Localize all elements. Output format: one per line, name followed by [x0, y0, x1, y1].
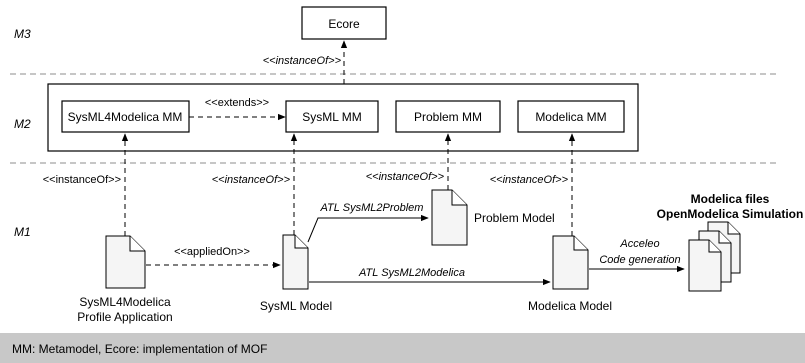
output-file-back-fold: [727, 222, 740, 235]
modelica-mm-label: Modelica MM: [535, 110, 606, 124]
problem-model-doc-fold: [451, 190, 467, 206]
outputs-title-2: OpenModelica Simulation: [657, 207, 804, 221]
problem-model-label: Problem Model: [474, 211, 555, 225]
problem-model-doc-icon: [431, 189, 468, 246]
level-m3-label: M3: [14, 27, 31, 41]
extends-label: <<extends>>: [205, 97, 269, 109]
profile-application-doc-fold: [129, 236, 145, 252]
instanceof-sysml-label: <<instanceOf>>: [212, 174, 291, 186]
instanceof-modelica-label: <<instanceOf>>: [490, 174, 569, 186]
atl-sysml2problem-arrow: [307, 214, 429, 243]
footer-bar: [0, 333, 805, 363]
atl-sysml2problem-label: ATL SysML2Problem: [320, 202, 424, 214]
sysml-model-doc-fold: [294, 235, 308, 249]
modelica-model-doc-fold: [573, 236, 588, 251]
outputs-title-1: Modelica files: [691, 192, 770, 206]
ecore-label: Ecore: [328, 17, 360, 31]
instanceof-profile-label: <<instanceOf>>: [43, 174, 121, 186]
profile-application-doc-icon: [105, 235, 146, 289]
profile-application-label-1: SysML4Modelica: [79, 295, 171, 309]
modelica-mm-box: [517, 100, 625, 133]
level-m2-label: M2: [14, 117, 31, 131]
output-file-front-icon: [688, 239, 722, 292]
profile-application-label-2: Profile Application: [77, 310, 172, 324]
sysml-model-label: SysML Model: [260, 299, 332, 313]
sysml-mm-box: [285, 100, 379, 133]
ecore-box: [301, 6, 387, 40]
output-file-middle-fold: [718, 231, 731, 244]
sysml-mm-label: SysML MM: [302, 110, 362, 124]
problem-mm-label: Problem MM: [414, 110, 482, 124]
modelica-model-doc-icon: [552, 235, 589, 290]
acceleo-label-2: Code generation: [599, 254, 680, 266]
output-file-front-fold: [708, 240, 721, 253]
level-m1-label: M1: [14, 225, 31, 239]
atl-sysml2modelica-label: ATL SysML2Modelica: [358, 267, 465, 279]
instanceof-problem-label: <<instanceOf>>: [366, 171, 445, 183]
instanceof-m2-label: <<instanceOf>>: [263, 55, 342, 67]
problem-mm-box: [395, 100, 501, 133]
acceleo-label-1: Acceleo: [619, 238, 659, 250]
sysml4modelica-mm-label: SysML4Modelica MM: [68, 110, 183, 124]
modelica-model-label: Modelica Model: [528, 299, 612, 313]
footer-text: MM: Metamodel, Ecore: implementation of …: [12, 342, 267, 356]
applied-on-label: <<appliedOn>>: [174, 246, 250, 258]
